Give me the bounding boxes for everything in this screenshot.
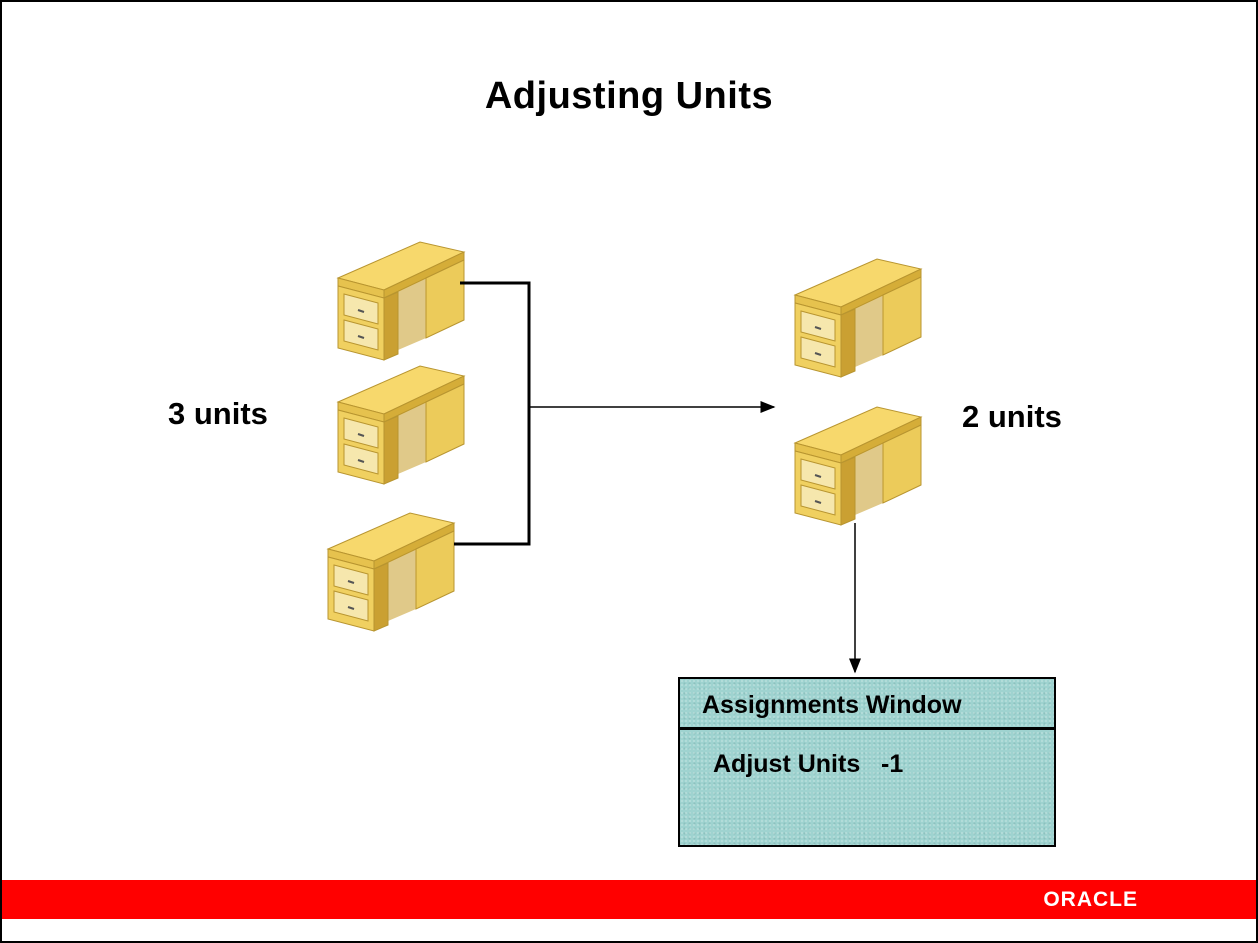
right-units-label: 2 units — [962, 399, 1062, 434]
desk-icon — [794, 258, 922, 378]
window-title: Assignments Window — [680, 679, 1054, 730]
bracket-connector — [454, 281, 776, 546]
footer-bar: ORACLE — [2, 880, 1256, 919]
desk-icon — [794, 406, 922, 526]
window-content: Adjust Units -1 — [713, 750, 904, 778]
desk-icon — [327, 512, 455, 632]
desk-icon — [337, 241, 465, 361]
desk-icon — [337, 365, 465, 485]
oracle-logo: ORACLE — [1043, 888, 1138, 911]
left-units-label: 3 units — [168, 396, 268, 431]
assignments-window-box: Assignments Window Adjust Units -1 — [678, 677, 1056, 847]
slide-title: Adjusting Units — [484, 75, 774, 117]
